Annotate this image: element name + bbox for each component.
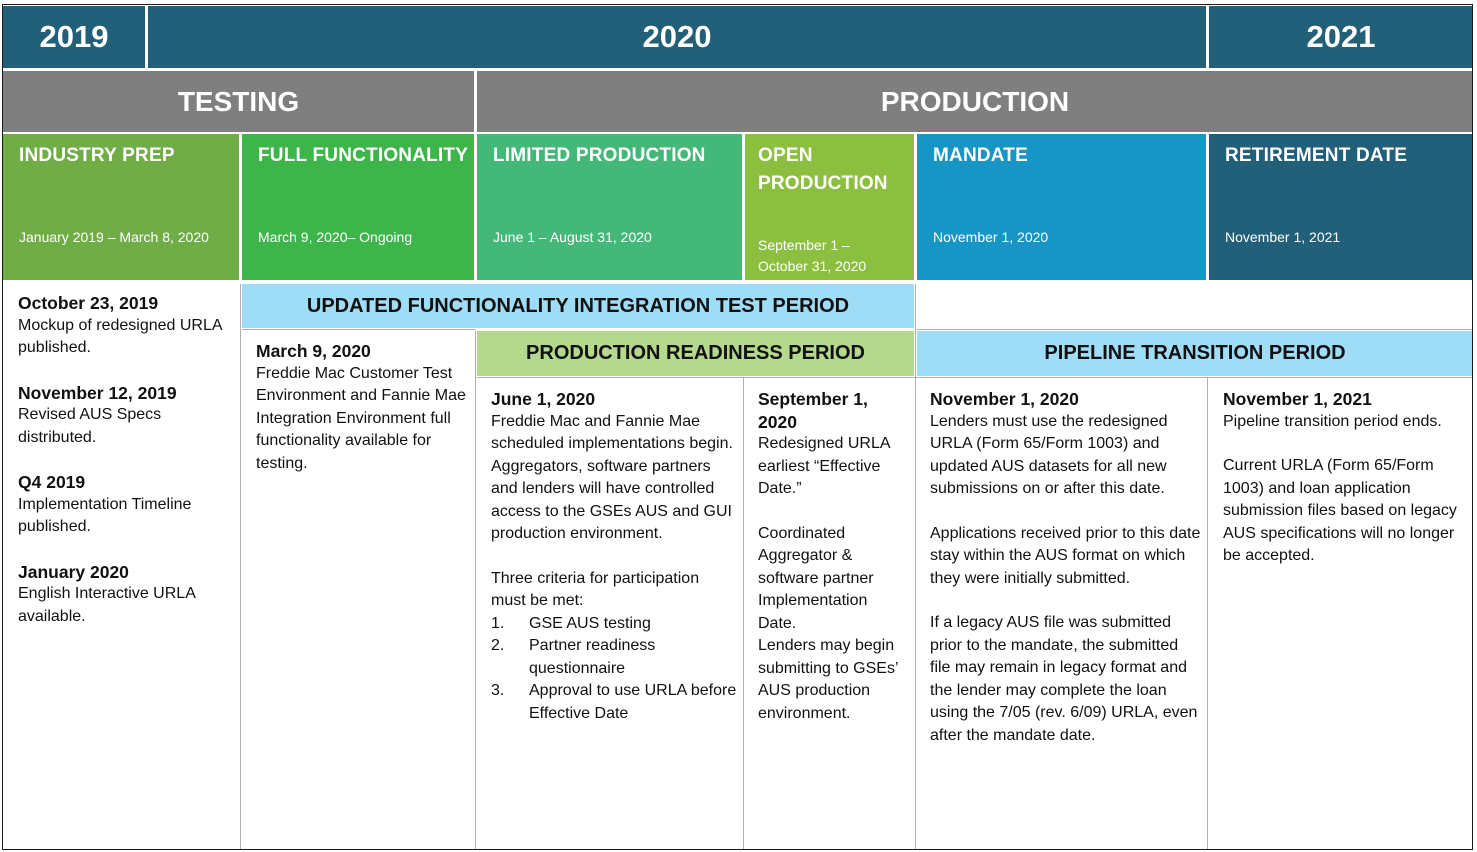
mandate-details: November 1, 2020 Lenders must use the re… — [914, 388, 1202, 747]
period-label: UPDATED FUNCTIONALITY INTEGRATION TEST P… — [306, 294, 850, 317]
milestone-text: Current URLA (Form 65/Form 1003) and loa… — [1223, 457, 1457, 564]
year-2021: 2021 — [1209, 6, 1473, 68]
column-divider — [915, 284, 916, 850]
full-functionality-details: March 9, 2020 Freddie Mac Customer Test … — [240, 340, 470, 475]
stage-dates: November 1, 2020 — [933, 229, 1049, 245]
milestone-text: If a legacy AUS file was submitted prior… — [930, 614, 1198, 744]
stage-dates: March 9, 2020– Ongoing — [258, 229, 413, 245]
stage-title: INDUSTRY PREP — [19, 145, 175, 166]
stage-dates: November 1, 2021 — [1225, 229, 1341, 245]
stage-limited-production: LIMITED PRODUCTION June 1 – August 31, 2… — [477, 134, 742, 280]
milestone-text: English Interactive URLA available. — [18, 585, 195, 625]
pipeline-transition-period-bar: PIPELINE TRANSITION PERIOD — [917, 331, 1473, 376]
milestone-text: Lenders must use the redesigned URLA (Fo… — [930, 412, 1168, 498]
criteria-text: GSE AUS testing — [529, 614, 651, 632]
stage-title: OPEN PRODUCTION — [758, 145, 888, 194]
stage-title: LIMITED PRODUCTION — [493, 145, 706, 166]
milestones-2019: October 23, 2019 Mockup of redesigned UR… — [2, 292, 238, 628]
stage-title: MANDATE — [933, 145, 1028, 166]
column-divider — [475, 331, 476, 850]
milestone-heading: March 9, 2020 — [256, 341, 371, 361]
criteria-text: Partner readiness questionnaire — [529, 637, 656, 677]
milestone-heading: September 1, 2020 — [758, 389, 868, 432]
criteria-number: 3. — [491, 682, 505, 699]
stage-dates: June 1 – August 31, 2020 — [493, 229, 652, 245]
milestone-heading: June 1, 2020 — [491, 389, 596, 409]
criteria-item: 3. Approval to use URLA before Effective … — [491, 680, 737, 725]
row-divider — [477, 377, 1473, 378]
milestone-text: Revised AUS Specs distributed. — [18, 406, 162, 446]
phase-production: PRODUCTION — [477, 71, 1473, 132]
integration-test-period-bar: UPDATED FUNCTIONALITY INTEGRATION TEST P… — [242, 284, 914, 328]
period-label: PRODUCTION READINESS PERIOD — [526, 342, 865, 364]
milestone-heading: November 12, 2019 — [18, 382, 177, 403]
column-divider — [240, 284, 241, 850]
year-label: 2020 — [642, 19, 712, 54]
milestone-text: Freddie Mac Customer Test Environment an… — [256, 364, 466, 472]
retirement-details: November 1, 2021 Pipeline transition per… — [1207, 388, 1465, 568]
stage-retirement-date: RETIREMENT DATE November 1, 2021 — [1209, 134, 1473, 280]
milestone-text: Redesigned URLA earliest “Effective Date… — [758, 435, 890, 497]
stage-dates: September 1 – October 31, 2020 — [758, 237, 867, 274]
stage-open-production: OPEN PRODUCTION September 1 – October 31… — [745, 134, 914, 280]
stage-industry-prep: INDUSTRY PREP January 2019 – March 8, 20… — [3, 134, 239, 280]
criteria-number: 2. — [491, 637, 505, 654]
milestone-text: Pipeline transition period ends. — [1223, 412, 1442, 430]
phase-testing: TESTING — [3, 71, 474, 132]
phase-label: PRODUCTION — [880, 85, 1070, 117]
criteria-intro: Three criteria for participation must be… — [491, 569, 700, 610]
criteria-item: 2. Partner readiness questionnaire — [491, 635, 737, 680]
milestone-text: Freddie Mac and Fannie Mae scheduled imp… — [491, 412, 733, 543]
milestone-heading: January 2020 — [18, 561, 129, 582]
milestone-heading: Q4 2019 — [18, 472, 86, 492]
year-2020: 2020 — [148, 6, 1206, 68]
milestone-text: Coordinated Aggregator & software partne… — [758, 524, 874, 632]
column-divider — [1207, 378, 1208, 850]
criteria-item: 1. GSE AUS testing — [491, 613, 737, 636]
milestone-heading: November 1, 2021 — [1223, 389, 1372, 409]
stage-title: FULL FUNCTIONALITY — [258, 145, 469, 166]
stage-dates: January 2019 – March 8, 2020 — [19, 229, 209, 245]
year-label: 2021 — [1306, 19, 1376, 54]
production-readiness-period-bar: PRODUCTION READINESS PERIOD — [477, 331, 914, 376]
column-divider — [743, 378, 744, 850]
period-label: PIPELINE TRANSITION PERIOD — [1044, 342, 1346, 364]
criteria-number: 1. — [491, 614, 505, 632]
milestone-text: Mockup of redesigned URLA published. — [18, 316, 222, 357]
stage-mandate: MANDATE November 1, 2020 — [917, 134, 1206, 280]
year-2019: 2019 — [3, 6, 145, 68]
phase-label: TESTING — [177, 85, 300, 117]
milestone-text: Lenders may begin submitting to GSEs’ AU… — [758, 637, 898, 722]
milestone-heading: November 1, 2020 — [930, 389, 1079, 409]
criteria-text: Approval to use URLA before Effective Da… — [529, 682, 737, 722]
milestone-text: Implementation Timeline published. — [18, 495, 192, 536]
row-divider — [917, 329, 1473, 330]
row-divider — [242, 329, 475, 330]
year-label: 2019 — [39, 19, 109, 54]
criteria-list: 1. GSE AUS testing 2. Partner readiness qu… — [491, 613, 737, 726]
stage-full-functionality: FULL FUNCTIONALITY March 9, 2020– Ongoin… — [242, 134, 474, 280]
milestone-heading: October 23, 2019 — [18, 293, 159, 313]
stage-title: RETIREMENT DATE — [1225, 145, 1408, 166]
milestone-text: Applications received prior to this date… — [930, 524, 1201, 587]
open-production-details: September 1, 2020 Redesigned URLA earlie… — [742, 388, 908, 725]
limited-production-details: June 1, 2020 Freddie Mac and Fannie Mae … — [475, 388, 737, 725]
